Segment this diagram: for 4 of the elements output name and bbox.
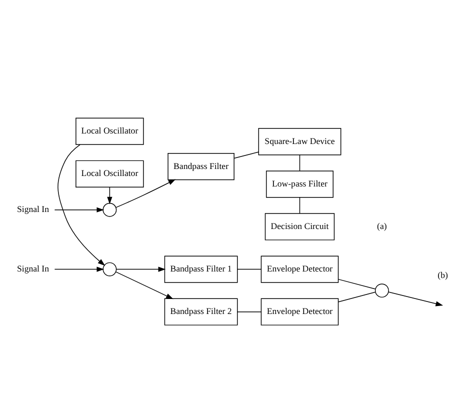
label: (b) [438,270,448,280]
label: (a) [377,220,387,231]
node-text: Signal In [16,204,50,214]
node-text: Signal In [16,263,50,274]
